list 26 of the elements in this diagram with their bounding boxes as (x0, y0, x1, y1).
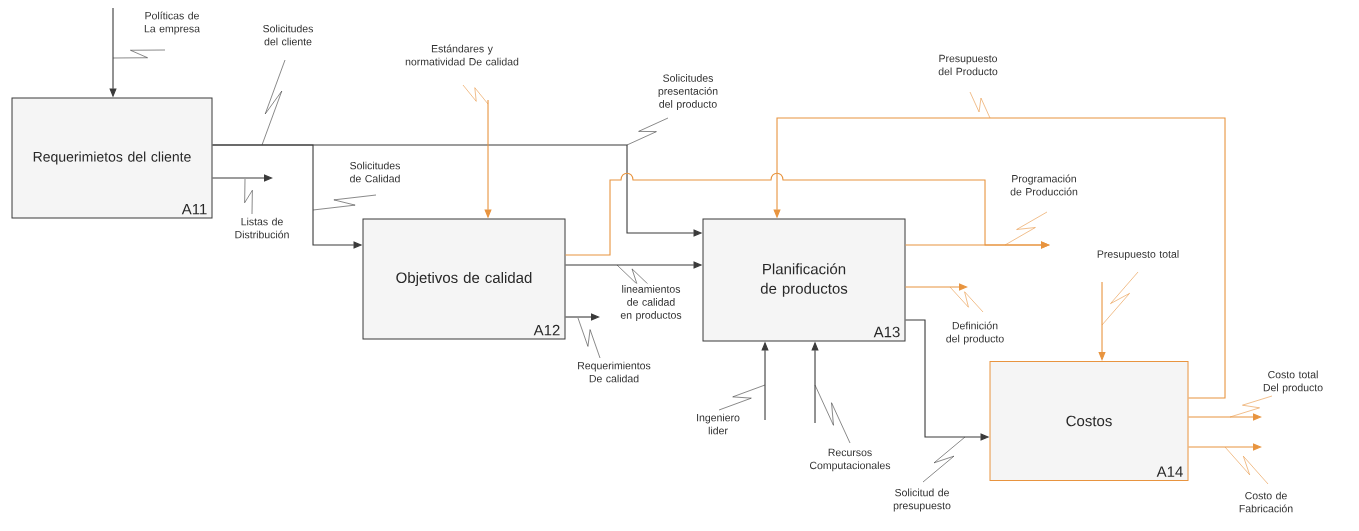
edge-label: Costo total Del producto (1229, 369, 1328, 418)
arrow (1098, 281, 1106, 361)
arrow (211, 174, 273, 182)
edge-label: Programación de Producción (997, 173, 1091, 246)
edge-label: Estándares y normatividad De calidad (388, 43, 536, 105)
edge-label: Listas de Distribución (226, 178, 298, 240)
node-number: A13 (873, 326, 900, 338)
edge-label: Presupuesto del Producto (922, 53, 1014, 119)
edge-label: Solicitudes presentación del producto (626, 72, 726, 146)
edge-label: Definición del producto (935, 286, 1015, 346)
edge-label: Recursos Computacionales (803, 384, 897, 473)
edge-label: Ingeniero lider (688, 384, 766, 436)
annotation: Solicitudes del cliente (253, 23, 323, 146)
arrow (904, 241, 1050, 249)
arrow (1187, 443, 1262, 451)
node-number: A14 (1156, 466, 1183, 477)
edge-label: Costo de Fabricación (1224, 446, 1299, 514)
arrow (564, 313, 600, 321)
node-number: A12 (533, 324, 560, 336)
edge-label: Políticas de La empresa (112, 10, 208, 59)
arrow (904, 283, 968, 291)
edge-label: Presupuesto total (1071, 248, 1205, 326)
node-number: A11 (181, 204, 207, 215)
arrow (1187, 413, 1262, 421)
edge-label: Solicitudes de Calidad (312, 160, 410, 211)
arrow (773, 117, 1226, 399)
